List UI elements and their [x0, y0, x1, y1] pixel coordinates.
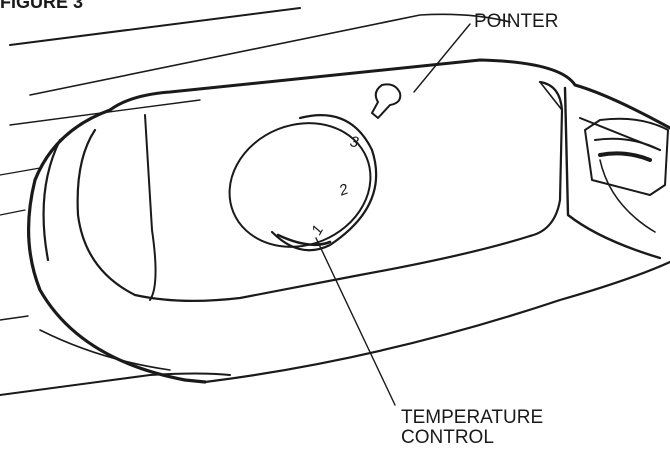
dial-number-1: 1	[308, 222, 327, 238]
temperature-control-label: TEMPERATURE CONTROL	[401, 408, 543, 448]
clip-bracket	[584, 117, 669, 196]
figure-title: FIGURE 3	[0, 0, 84, 12]
temperature-control-label-line2: CONTROL	[401, 426, 494, 448]
dial-number-3: 3	[349, 133, 361, 151]
control-housing	[0, 58, 670, 396]
refrigerator-ceiling	[0, 7, 511, 216]
leader-lines	[315, 23, 471, 406]
temperature-control-label-line1: TEMPERATURE	[401, 407, 544, 428]
temperature-control-knob: 1 2 3	[228, 114, 378, 252]
pointer-mark	[371, 83, 402, 119]
pointer-label: POINTER	[474, 11, 559, 32]
dial-number-2: 2	[336, 180, 351, 199]
